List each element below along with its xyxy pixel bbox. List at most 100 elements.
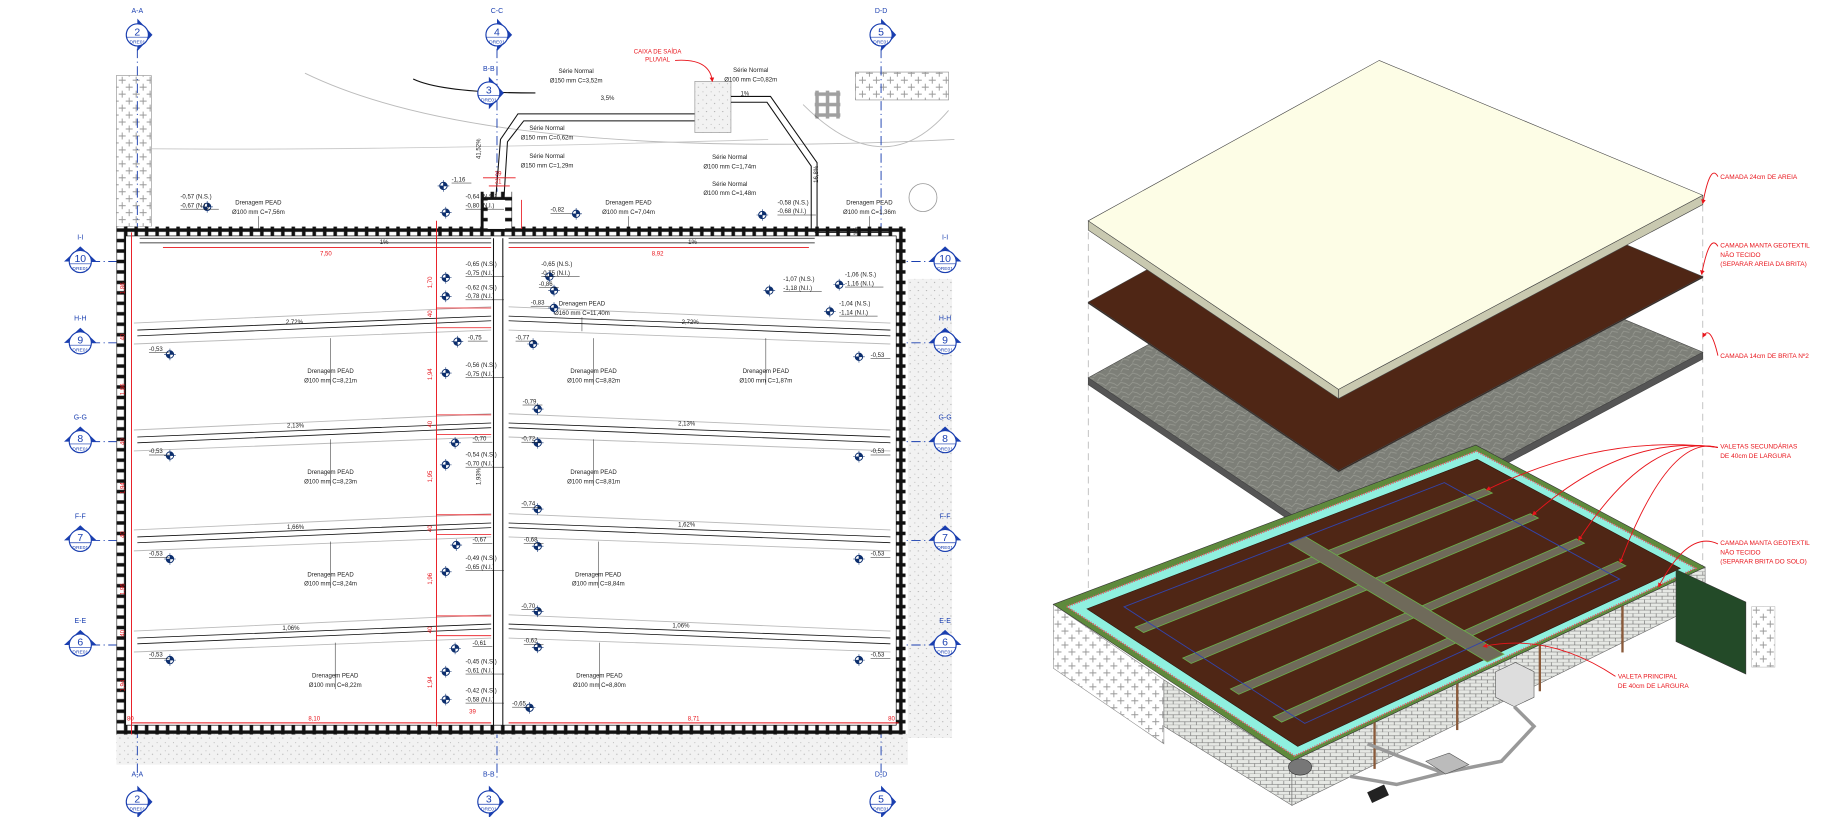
drain-label: Drenagem PEAD (570, 369, 617, 375)
level-value: -1,06 (N.S.) (845, 273, 876, 279)
outlet-box-label: PLUVIAL (645, 58, 670, 64)
level-value: -1,14 (N.I.) (839, 310, 868, 316)
outlet-leader (675, 59, 715, 83)
level-marker: -0,67 (450, 538, 493, 551)
pipe-label: Série Normal (712, 182, 747, 188)
annotation-geotextile-bottom: NÃO TECIDO (1720, 547, 1760, 556)
inspection-box (1425, 752, 1470, 775)
slope-label: 1,06% (282, 626, 300, 632)
section-sheet: DRE01 (72, 650, 88, 656)
section-circle (477, 790, 501, 814)
section-circle (485, 23, 509, 47)
section-label: B-B (483, 771, 495, 778)
adjacent-wall-hatch (116, 75, 152, 227)
slope-label: 2,13% (678, 421, 696, 427)
level-target-icon (531, 503, 544, 515)
interior-area (125, 235, 897, 726)
level-target-icon (450, 539, 463, 551)
level-value: -0,75 (N.I.) (541, 271, 570, 277)
annotation-gravel: CAMADA 14cm DE BRITA Nº2 (1720, 353, 1809, 360)
section-label: F-F (940, 513, 951, 520)
drain-label: Drenagem PEAD (846, 201, 893, 207)
secondary-trench (1272, 560, 1627, 723)
level-marker: -0,56 (N.S.)-0,75 (N.I.) (439, 363, 504, 379)
gravel-ground (907, 278, 953, 738)
drain-label: Drenagem PEAD (575, 572, 622, 578)
section-sheet: DRE01 (129, 40, 145, 46)
trench-edge (508, 614, 891, 653)
level-value: -0,68 (524, 538, 538, 544)
drain-pipe (508, 623, 891, 645)
trench-edge (133, 413, 492, 452)
terrain-curve (802, 104, 949, 148)
level-target-icon (531, 605, 544, 618)
gravel-ground (116, 734, 908, 765)
level-marker: -0,49 (N.S.)-0,65 (N.I.) (439, 556, 504, 578)
section-sheet: DRE01 (481, 807, 497, 813)
level-value: -0,53 (871, 353, 885, 359)
level-marker: -0,42 (N.S.)-0,58 (N.I.) (439, 689, 504, 706)
trench-edge (133, 614, 492, 653)
section-number: 6 (77, 638, 83, 649)
level-value: -0,45 (N.S.) (466, 660, 497, 666)
section-label: A-A (132, 771, 144, 778)
trench-edge (133, 513, 492, 552)
level-value: -0,82 (551, 208, 565, 214)
level-target-icon (439, 565, 452, 578)
drain-label: Drenagem PEAD (307, 470, 354, 476)
dimension-label: 1,86 (121, 282, 127, 294)
section-circle (933, 331, 957, 355)
drain-label: Drenagem PEAD (312, 674, 359, 680)
section-number: 8 (942, 434, 948, 445)
secondary-trench (1181, 513, 1540, 664)
outlet-pipe (730, 95, 818, 229)
level-target-icon (164, 449, 176, 462)
section-label: H-H (939, 316, 951, 323)
slope-label: 2,72% (682, 320, 700, 326)
level-value: -0,70 (N.I.) (466, 461, 495, 467)
dimension-label: 39 (469, 710, 476, 716)
annotation-geotextile-top: CAMADA MANTA GEOTEXTIL (1720, 243, 1810, 250)
section-label: B-B (483, 66, 495, 73)
section-number: 3 (486, 794, 492, 805)
level-value: -1,07 (N.S.) (783, 277, 814, 283)
slope-label: 3,5% (601, 96, 615, 102)
collector-pipe (139, 232, 891, 244)
level-value: -0,72 (521, 436, 535, 442)
dimension-label: 8,10 (308, 717, 320, 723)
adjacent-wall-hatch (855, 71, 949, 101)
outlet-box[interactable] (694, 81, 732, 133)
trench-edge (133, 306, 492, 345)
level-marker: -0,53 (853, 350, 891, 363)
level-target-icon (853, 450, 865, 463)
dimension-label: 40 (121, 333, 127, 340)
section-label: C-C (491, 8, 503, 15)
annotation-main-trench: DE 40cm DE LARGURA (1618, 683, 1690, 690)
drain-label: Drenagem PEAD (743, 369, 790, 375)
level-value: -0,58 (N.I.) (466, 697, 495, 703)
section-sheet: DRE01 (72, 266, 88, 272)
annotation-leader (1702, 332, 1719, 356)
section-number: 7 (942, 533, 948, 544)
level-value: -0,65 (N.S.) (541, 262, 572, 268)
level-target-icon (548, 284, 560, 297)
section-label: F-F (75, 513, 86, 520)
